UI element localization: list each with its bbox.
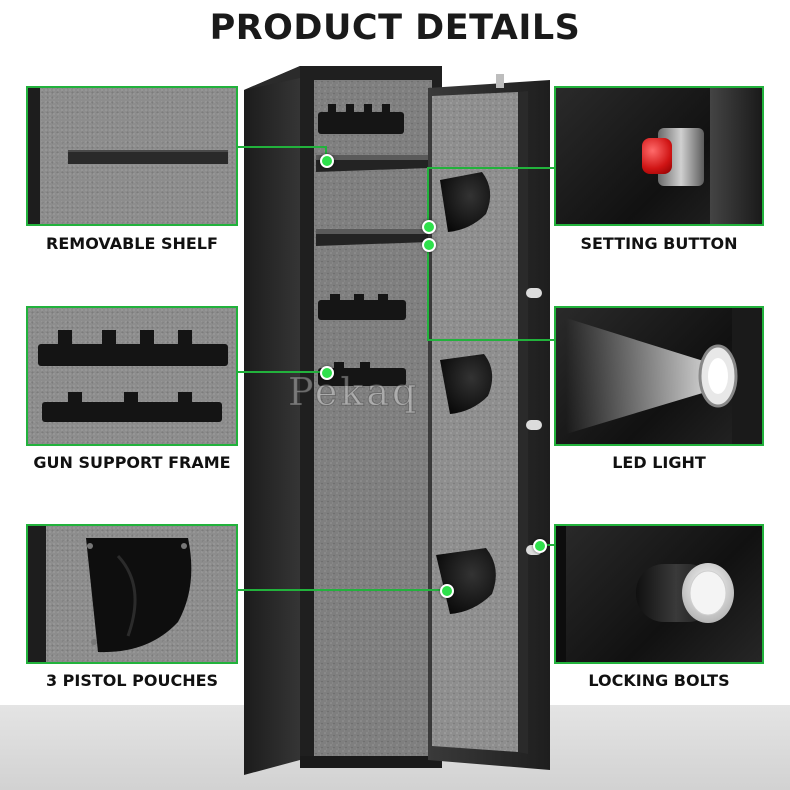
brand-watermark: Pekaq — [287, 370, 420, 415]
shelf-board — [68, 150, 228, 164]
gun-support-frame-label: GUN SUPPORT FRAME — [33, 453, 231, 472]
locking-bolts-label: LOCKING BOLTS — [588, 671, 730, 690]
pistol-pouches-label: 3 PISTOL POUCHES — [45, 671, 219, 690]
support-frame-closeup — [26, 306, 238, 446]
support-frame-drawing — [38, 330, 228, 422]
shelf-edge — [28, 88, 40, 224]
pouch-drawing — [86, 538, 192, 653]
page-title: PRODUCT DETAILS — [209, 8, 581, 48]
door-edge — [28, 526, 46, 662]
button-marker-dot — [422, 220, 436, 234]
shelf-closeup — [26, 86, 238, 226]
red-button-icon — [642, 138, 672, 174]
pistol-pouch-closeup — [26, 524, 238, 664]
locking-bolt-closeup — [554, 524, 764, 664]
setting-button-label: SETTING BUTTON — [580, 234, 738, 253]
light-marker-dot — [422, 238, 436, 252]
door-frame — [710, 88, 762, 224]
locking-bolt-drawing — [556, 526, 734, 662]
led-light-label: LED LIGHT — [612, 453, 706, 472]
frame-marker-dot — [320, 366, 334, 380]
removable-shelf-label: REMOVABLE SHELF — [46, 234, 218, 253]
setting-button-closeup — [554, 86, 764, 226]
bolt-marker-dot — [533, 539, 547, 553]
led-light-closeup — [554, 306, 764, 446]
shelf-marker-dot — [320, 154, 334, 168]
led-light-drawing — [566, 308, 762, 444]
pouch-marker-dot — [440, 584, 454, 598]
